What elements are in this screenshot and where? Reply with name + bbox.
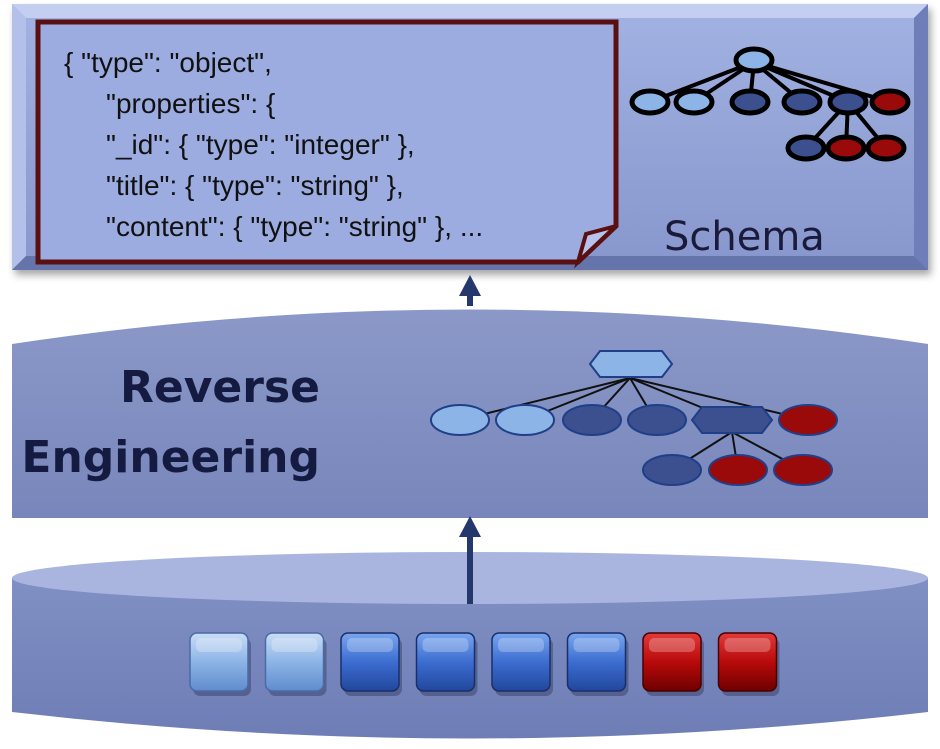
code-line-1: { "type": "object", — [64, 47, 272, 78]
tree-node — [562, 404, 622, 436]
panel-bevel-left — [12, 4, 26, 270]
schema-node — [825, 134, 867, 162]
schema-node — [629, 88, 671, 116]
arrow-data-to-engine — [459, 516, 481, 604]
data-block-red — [642, 632, 702, 692]
data-block-blue — [340, 632, 400, 692]
tree-node — [642, 454, 702, 486]
data-block-light — [189, 632, 249, 692]
schema-node — [865, 134, 907, 162]
code-line-4: "title": { "type": "string" }, — [106, 170, 404, 201]
tree-node — [708, 454, 768, 486]
engineering-label: Engineering — [21, 432, 320, 483]
reverse-label: Reverse — [120, 362, 320, 413]
data-block-highlight — [347, 638, 393, 652]
tree-node — [495, 404, 555, 436]
code-line-3: "_id": { "type": "integer" }, — [106, 129, 415, 160]
schema-node — [869, 88, 911, 116]
schema-node — [781, 88, 823, 116]
data-block-blue — [566, 632, 627, 692]
data-block-highlight — [649, 638, 695, 652]
data-block-blue — [491, 632, 551, 692]
tree-node — [430, 404, 490, 436]
object-hexagon-node — [690, 406, 774, 434]
schema-root-node — [733, 46, 775, 74]
arrow-up-icon — [459, 516, 481, 537]
tree-node — [778, 404, 838, 436]
data-block-highlight — [724, 638, 771, 652]
code-line-2: "properties": { — [106, 88, 275, 119]
data-block-highlight — [196, 638, 242, 652]
arrow-up-icon — [459, 275, 481, 296]
arrow-engine-to-schema — [459, 275, 481, 306]
root-hexagon-node — [588, 350, 674, 378]
inferred-tree-diagram — [430, 350, 838, 486]
tree-node — [627, 404, 687, 436]
document-folded-corner — [574, 224, 618, 269]
code-line-5: "content": { "type": "string" }, ... — [106, 211, 483, 242]
schema-node — [729, 88, 771, 116]
data-block-light — [264, 632, 325, 692]
data-blocks-row — [189, 632, 780, 696]
schema-node — [785, 134, 827, 162]
panel-bevel-right — [914, 4, 928, 270]
data-block-highlight — [422, 638, 469, 652]
schema-tree-diagram — [629, 46, 911, 162]
schema-node — [673, 88, 715, 116]
data-block-highlight — [498, 638, 544, 652]
data-block-red — [717, 632, 778, 692]
schema-label: Schema — [664, 214, 825, 260]
tree-node — [773, 454, 833, 486]
schema-node — [827, 88, 869, 116]
data-block-highlight — [573, 638, 620, 652]
data-block-highlight — [271, 638, 318, 652]
panel-bevel-top — [12, 4, 928, 18]
data-block-blue — [415, 632, 476, 692]
